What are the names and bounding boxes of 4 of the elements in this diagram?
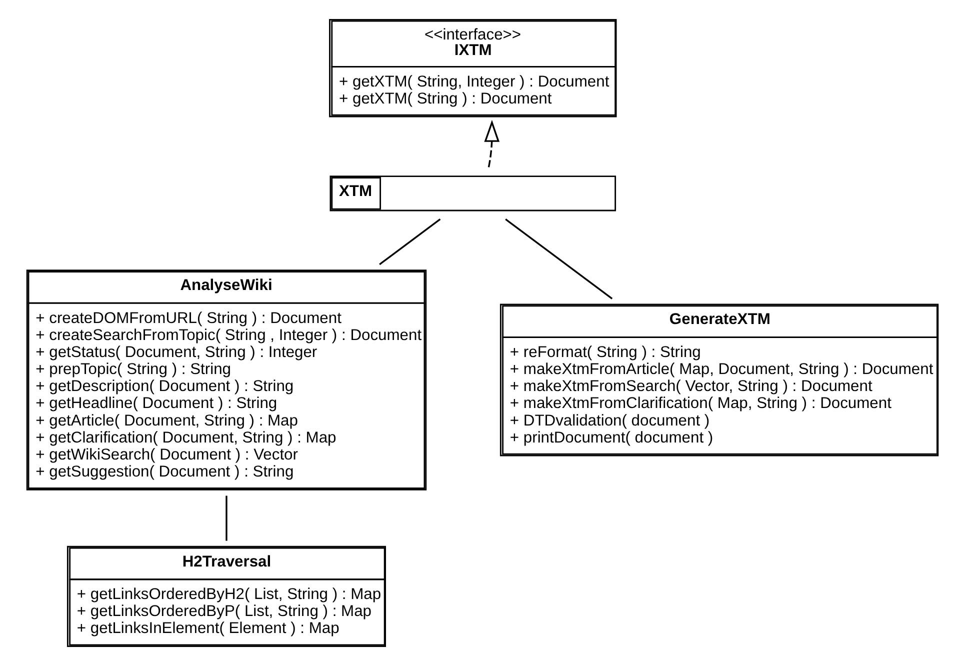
connector xyxy=(225,496,227,541)
arrow xyxy=(484,120,500,168)
connector xyxy=(378,218,440,266)
connector xyxy=(504,218,612,300)
